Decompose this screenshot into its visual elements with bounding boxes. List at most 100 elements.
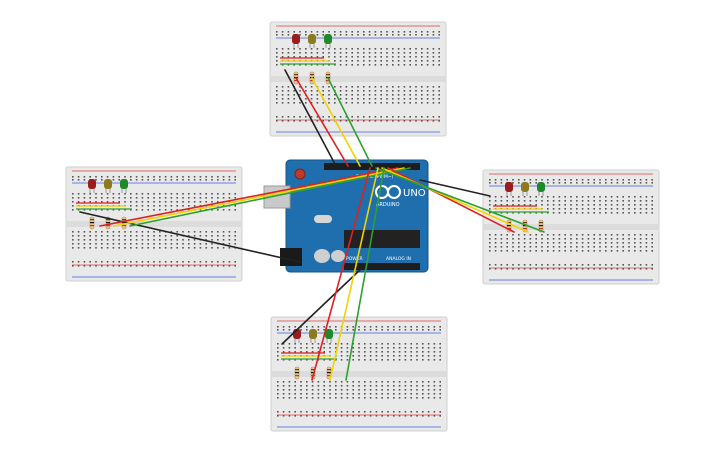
hole[interactable]: [523, 268, 526, 270]
hole[interactable]: [634, 204, 636, 206]
hole[interactable]: [387, 326, 389, 328]
hole[interactable]: [147, 243, 149, 245]
hole[interactable]: [141, 239, 144, 241]
hole[interactable]: [645, 208, 648, 210]
hole[interactable]: [316, 64, 319, 66]
hole[interactable]: [547, 238, 549, 240]
hole[interactable]: [381, 415, 383, 417]
hole[interactable]: [316, 102, 319, 104]
hole[interactable]: [422, 329, 424, 331]
hole[interactable]: [393, 397, 395, 399]
hole[interactable]: [369, 351, 372, 353]
hole[interactable]: [392, 94, 394, 96]
hole[interactable]: [421, 94, 423, 96]
hole[interactable]: [228, 261, 231, 263]
hole[interactable]: [141, 261, 144, 263]
hole[interactable]: [159, 261, 161, 263]
hole[interactable]: [410, 385, 412, 387]
hole[interactable]: [322, 90, 324, 92]
hole[interactable]: [576, 208, 578, 210]
hole[interactable]: [293, 94, 295, 96]
hole[interactable]: [118, 231, 120, 233]
hole[interactable]: [421, 31, 423, 33]
hole[interactable]: [439, 329, 441, 331]
hole[interactable]: [205, 247, 207, 249]
hole[interactable]: [77, 231, 80, 233]
hole[interactable]: [287, 52, 290, 54]
hole[interactable]: [645, 179, 648, 181]
hole[interactable]: [404, 415, 407, 417]
hole[interactable]: [610, 200, 613, 202]
hole[interactable]: [287, 56, 290, 58]
hole[interactable]: [622, 204, 624, 206]
hole[interactable]: [421, 34, 423, 36]
hole[interactable]: [369, 411, 372, 413]
hole[interactable]: [535, 234, 537, 236]
hole[interactable]: [89, 265, 91, 267]
hole[interactable]: [422, 355, 424, 357]
hole[interactable]: [282, 389, 285, 391]
hole[interactable]: [188, 243, 190, 245]
hole[interactable]: [317, 397, 320, 399]
hole[interactable]: [570, 196, 572, 198]
hole[interactable]: [294, 415, 296, 417]
hole[interactable]: [570, 268, 572, 270]
hole[interactable]: [570, 182, 572, 184]
hole[interactable]: [277, 411, 279, 413]
hole[interactable]: [368, 116, 371, 118]
hole[interactable]: [339, 64, 342, 66]
hole[interactable]: [403, 60, 406, 62]
hole[interactable]: [416, 389, 418, 391]
hole[interactable]: [322, 86, 324, 88]
hole[interactable]: [135, 261, 138, 263]
hole[interactable]: [83, 197, 86, 199]
hole[interactable]: [340, 385, 343, 387]
hole[interactable]: [500, 250, 503, 252]
hole[interactable]: [374, 120, 377, 122]
resistor-yellow[interactable]: [105, 216, 111, 230]
hole[interactable]: [351, 116, 353, 118]
resistor-red[interactable]: [294, 366, 300, 380]
hole[interactable]: [518, 182, 520, 184]
hole[interactable]: [358, 351, 360, 353]
hole[interactable]: [427, 389, 430, 391]
hole[interactable]: [89, 231, 91, 233]
hole[interactable]: [576, 196, 578, 198]
hole[interactable]: [634, 212, 636, 214]
hole[interactable]: [622, 212, 624, 214]
hole[interactable]: [294, 411, 296, 413]
hole[interactable]: [118, 261, 120, 263]
hole[interactable]: [358, 343, 360, 345]
hole[interactable]: [316, 56, 319, 58]
hole[interactable]: [518, 238, 520, 240]
hole[interactable]: [432, 120, 435, 122]
hole[interactable]: [547, 250, 549, 252]
hole[interactable]: [83, 243, 86, 245]
hole[interactable]: [335, 359, 337, 361]
hole[interactable]: [512, 234, 514, 236]
hole[interactable]: [506, 179, 508, 181]
hole[interactable]: [118, 176, 120, 178]
hole[interactable]: [387, 329, 389, 331]
hole[interactable]: [294, 326, 296, 328]
hole[interactable]: [410, 343, 412, 345]
hole[interactable]: [438, 64, 440, 66]
hole[interactable]: [334, 56, 336, 58]
hole[interactable]: [426, 60, 429, 62]
hole[interactable]: [351, 31, 353, 33]
hole[interactable]: [610, 250, 613, 252]
hole[interactable]: [141, 209, 144, 211]
hole[interactable]: [130, 261, 132, 263]
hole[interactable]: [306, 385, 308, 387]
hole[interactable]: [358, 393, 360, 395]
hole[interactable]: [89, 261, 91, 263]
hole[interactable]: [433, 355, 436, 357]
hole[interactable]: [329, 393, 331, 395]
led-green[interactable]: [537, 182, 545, 196]
hole[interactable]: [529, 268, 532, 270]
hole[interactable]: [605, 208, 607, 210]
hole[interactable]: [404, 326, 407, 328]
hole[interactable]: [494, 196, 497, 198]
hole[interactable]: [357, 90, 359, 92]
hole[interactable]: [403, 120, 406, 122]
